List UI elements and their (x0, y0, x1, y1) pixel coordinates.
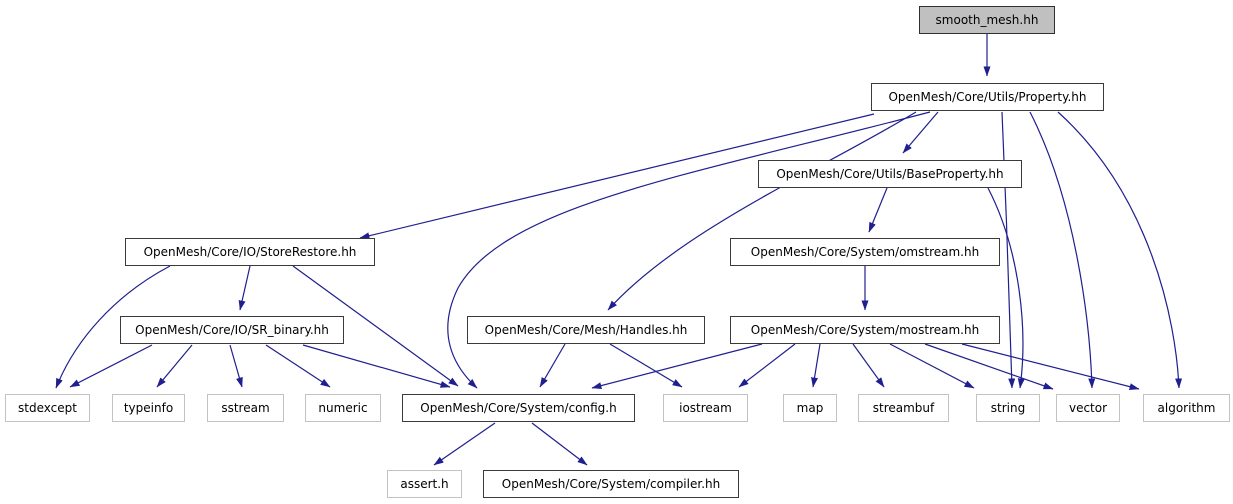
edge-mostream-to-string (889, 343, 975, 389)
node-string: string (976, 394, 1040, 422)
node-map: map (783, 394, 837, 422)
edge-property-to-baseproperty (902, 111, 939, 154)
node-storerestore-hh[interactable]: OpenMesh/Core/IO/StoreRestore.hh (125, 238, 375, 266)
edge-property-to-handles (607, 111, 917, 311)
node-sr-binary-hh[interactable]: OpenMesh/Core/IO/SR_binary.hh (120, 316, 344, 344)
edge-mostream-to-vector (924, 343, 1054, 390)
node-vector: vector (1056, 394, 1120, 422)
edge-mostream-to-iostream (738, 343, 796, 388)
node-algorithm: algorithm (1143, 394, 1230, 422)
edge-mostream-to-config (591, 343, 763, 390)
node-compiler-hh[interactable]: OpenMesh/Core/System/compiler.hh (483, 470, 739, 498)
edge-srbinary-to-numeric (265, 344, 331, 388)
edge-mostream-to-streambuf (852, 343, 885, 388)
edge-storerestore-to-srbinary (238, 265, 251, 311)
edge-baseproperty-to-string (987, 187, 1025, 389)
edge-property-to-string (1001, 111, 1016, 389)
edge-mostream-to-map (811, 343, 821, 388)
edge-config-to-compiler (531, 422, 588, 466)
node-property-hh[interactable]: OpenMesh/Core/Utils/Property.hh (871, 83, 1104, 111)
edge-baseproperty-to-omstream (868, 187, 888, 233)
edge-srbinary-to-typeinfo (156, 344, 193, 388)
node-omstream-hh[interactable]: OpenMesh/Core/System/omstream.hh (730, 238, 1000, 266)
edge-config-to-assert (433, 422, 496, 466)
edge-property-to-algorithm (1057, 111, 1183, 389)
node-baseproperty-hh[interactable]: OpenMesh/Core/Utils/BaseProperty.hh (758, 160, 1022, 188)
node-numeric: numeric (305, 394, 381, 422)
node-smooth-mesh-hh: smooth_mesh.hh (919, 6, 1055, 34)
node-config-h[interactable]: OpenMesh/Core/System/config.h (402, 394, 635, 422)
edge-srbinary-to-stdexcept (69, 344, 153, 388)
node-assert-h: assert.h (387, 470, 462, 498)
node-mostream-hh[interactable]: OpenMesh/Core/System/mostream.hh (730, 316, 1000, 344)
edge-srbinary-to-config (302, 344, 451, 388)
node-stdexcept: stdexcept (5, 394, 90, 422)
edge-srbinary-to-sstream (229, 344, 243, 388)
edge-handles-to-iostream (609, 343, 683, 388)
edge-property-to-vector (1029, 111, 1096, 389)
node-typeinfo: typeinfo (112, 394, 185, 422)
node-iostream: iostream (663, 394, 748, 422)
edge-handles-to-config (539, 343, 566, 388)
edge-mostream-to-algorithm (961, 343, 1140, 391)
node-streambuf: streambuf (858, 394, 949, 422)
node-sstream: sstream (207, 394, 284, 422)
node-handles-hh[interactable]: OpenMesh/Core/Mesh/Handles.hh (467, 316, 705, 344)
